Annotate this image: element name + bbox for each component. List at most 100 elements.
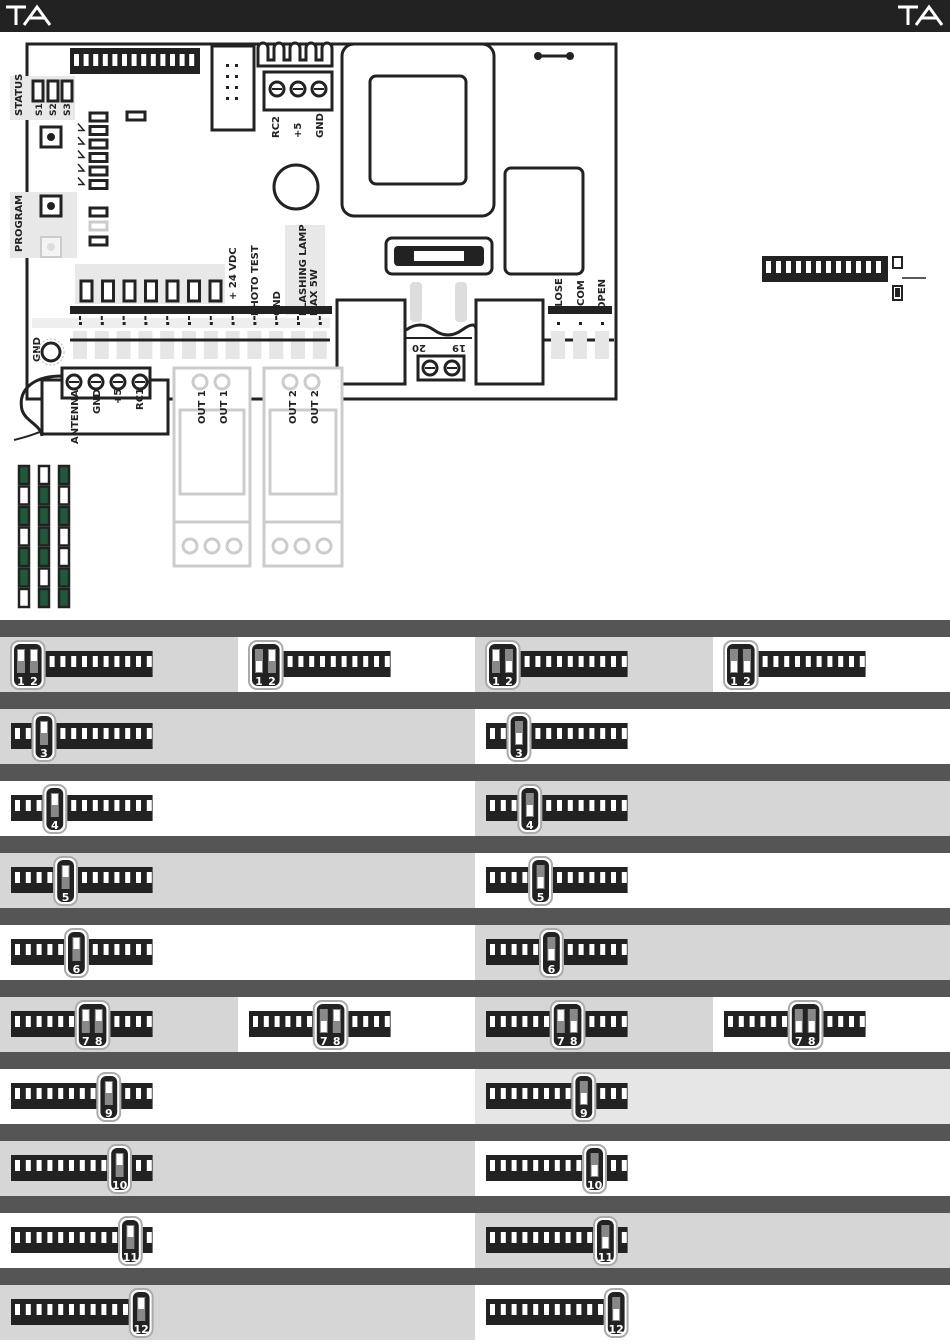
capacitor	[505, 168, 583, 274]
terminal-photo-test-label: PHOTO TEST	[250, 245, 261, 316]
motor-com-label: COM	[576, 280, 587, 306]
dip-switch-number-label: 8	[807, 1035, 815, 1048]
out1-label-b: OUT 1	[219, 390, 230, 424]
dip-switch-number-label: 1	[255, 675, 263, 688]
dip-switch-number-label: 7	[557, 1035, 565, 1048]
terminal-lamp-rating-label: MAX 5W	[309, 269, 320, 316]
switch-setting-cell: 5	[0, 853, 475, 908]
dip-switch-diagram: 78	[10, 997, 170, 1052]
switch-setting-cell: 3	[0, 709, 475, 764]
switch-row-9: 11 11	[0, 1213, 950, 1268]
switch-setting-cell: 11	[0, 1213, 475, 1268]
dip-switch-number-label: 4	[526, 819, 534, 832]
dip-switch-diagram: 4	[485, 781, 645, 836]
dip-switch-number-label: 1	[492, 675, 500, 688]
out2-label-a: OUT 2	[288, 390, 299, 424]
switch-row-10: 12 12	[0, 1285, 950, 1340]
dip-switch-number-label: 7	[319, 1035, 327, 1048]
switch-setting-cell: 10	[475, 1141, 950, 1196]
switch-setting-cell: 6	[475, 925, 950, 980]
switch-row-header-band	[0, 908, 950, 925]
small-led	[127, 112, 145, 120]
dip-switch-diagram: 3	[10, 709, 170, 764]
dip-switch-number-label: 2	[743, 675, 751, 688]
dip-switch-number-label: 12	[134, 1323, 149, 1336]
rc2-screws	[270, 82, 326, 96]
heatsink	[258, 43, 332, 66]
relay-left	[337, 300, 405, 384]
dip-switch-number-label: 7	[794, 1035, 802, 1048]
dip-switch-number-label: 5	[537, 891, 545, 904]
switch-row-header-band	[0, 980, 950, 997]
switch-row-8: 10 10	[0, 1141, 950, 1196]
dip-switch-diagram: 5	[10, 853, 170, 908]
dip-switch-number-label: 6	[73, 963, 81, 976]
dip-switch-diagram: 10	[485, 1141, 645, 1196]
out2-label-b: OUT 2	[310, 390, 321, 424]
dip-switch-number-label: 5	[62, 891, 70, 904]
terminal-gnd-label: GND	[272, 291, 283, 316]
switch-row-header-band	[0, 764, 950, 781]
buzzer	[274, 165, 318, 209]
dip-switch-number-label: 9	[580, 1107, 588, 1120]
dip-switch-number-label: 3	[515, 747, 523, 760]
relay-output-2	[264, 368, 342, 566]
switch-setting-cell: 10	[0, 1141, 475, 1196]
led-indicator-grid	[19, 466, 69, 607]
dip-switch-number-label: 10	[112, 1179, 128, 1192]
switch-setting-cell: 3	[475, 709, 950, 764]
status-push-button-icon	[41, 127, 61, 147]
dip-switch-number-label: 9	[105, 1107, 113, 1120]
dip-switch-diagram: 12	[10, 1285, 170, 1340]
dip-switch-number-label: 6	[548, 963, 556, 976]
switch-setting-cell: 9	[0, 1069, 475, 1124]
terminal-24vdc-label: + 24 VDC	[228, 247, 239, 300]
out1-label-a: OUT 1	[197, 390, 208, 424]
dip-switch-number-label: 8	[570, 1035, 578, 1048]
top-pin-strip	[70, 48, 200, 74]
dip-switch-number-label: 11	[123, 1251, 138, 1264]
terminal-flashing-lamp-label: FLASHING LAMP	[298, 224, 309, 316]
fuse-19-label: 19	[452, 342, 466, 353]
switch-row-1: 12121212	[0, 637, 950, 692]
dip-switch-diagram: 12	[10, 637, 170, 692]
switch-setting-cell: 12	[238, 637, 476, 692]
switch-row-4: 55	[0, 853, 950, 908]
dip-switch-diagram: 9	[485, 1069, 645, 1124]
dip-switch-diagram: 12	[485, 1285, 645, 1340]
fuse-20-label: 20	[412, 342, 426, 353]
status-led-s2-label: S2	[49, 103, 59, 116]
dip-switch-diagram: 11	[485, 1213, 645, 1268]
switch-setting-cell: 4	[0, 781, 475, 836]
status-leds	[33, 81, 72, 101]
programming-connector	[212, 46, 254, 130]
status-led-s1-label: S1	[35, 103, 45, 116]
dip-switch-number-label: 8	[332, 1035, 340, 1048]
dip-switch-number-label: 2	[505, 675, 513, 688]
gnd-top-label: GND	[315, 113, 326, 138]
dip-switch-diagram: 3	[485, 709, 645, 764]
switch-row-header-band	[0, 692, 950, 709]
control-board-diagram: RC2 +5 GND STATUS S1	[0, 0, 950, 620]
switch-setting-cell: 9	[475, 1069, 950, 1124]
dip-switch-number-label: 4	[51, 819, 59, 832]
switch-row-header-band	[0, 1052, 950, 1069]
dip-switch-diagram: 5	[485, 853, 645, 908]
switch-setting-cell: 4	[475, 781, 950, 836]
dip-switch-number-label: 12	[609, 1323, 624, 1336]
switch-setting-cell: 11	[475, 1213, 950, 1268]
switch-row-header-band	[0, 620, 950, 637]
